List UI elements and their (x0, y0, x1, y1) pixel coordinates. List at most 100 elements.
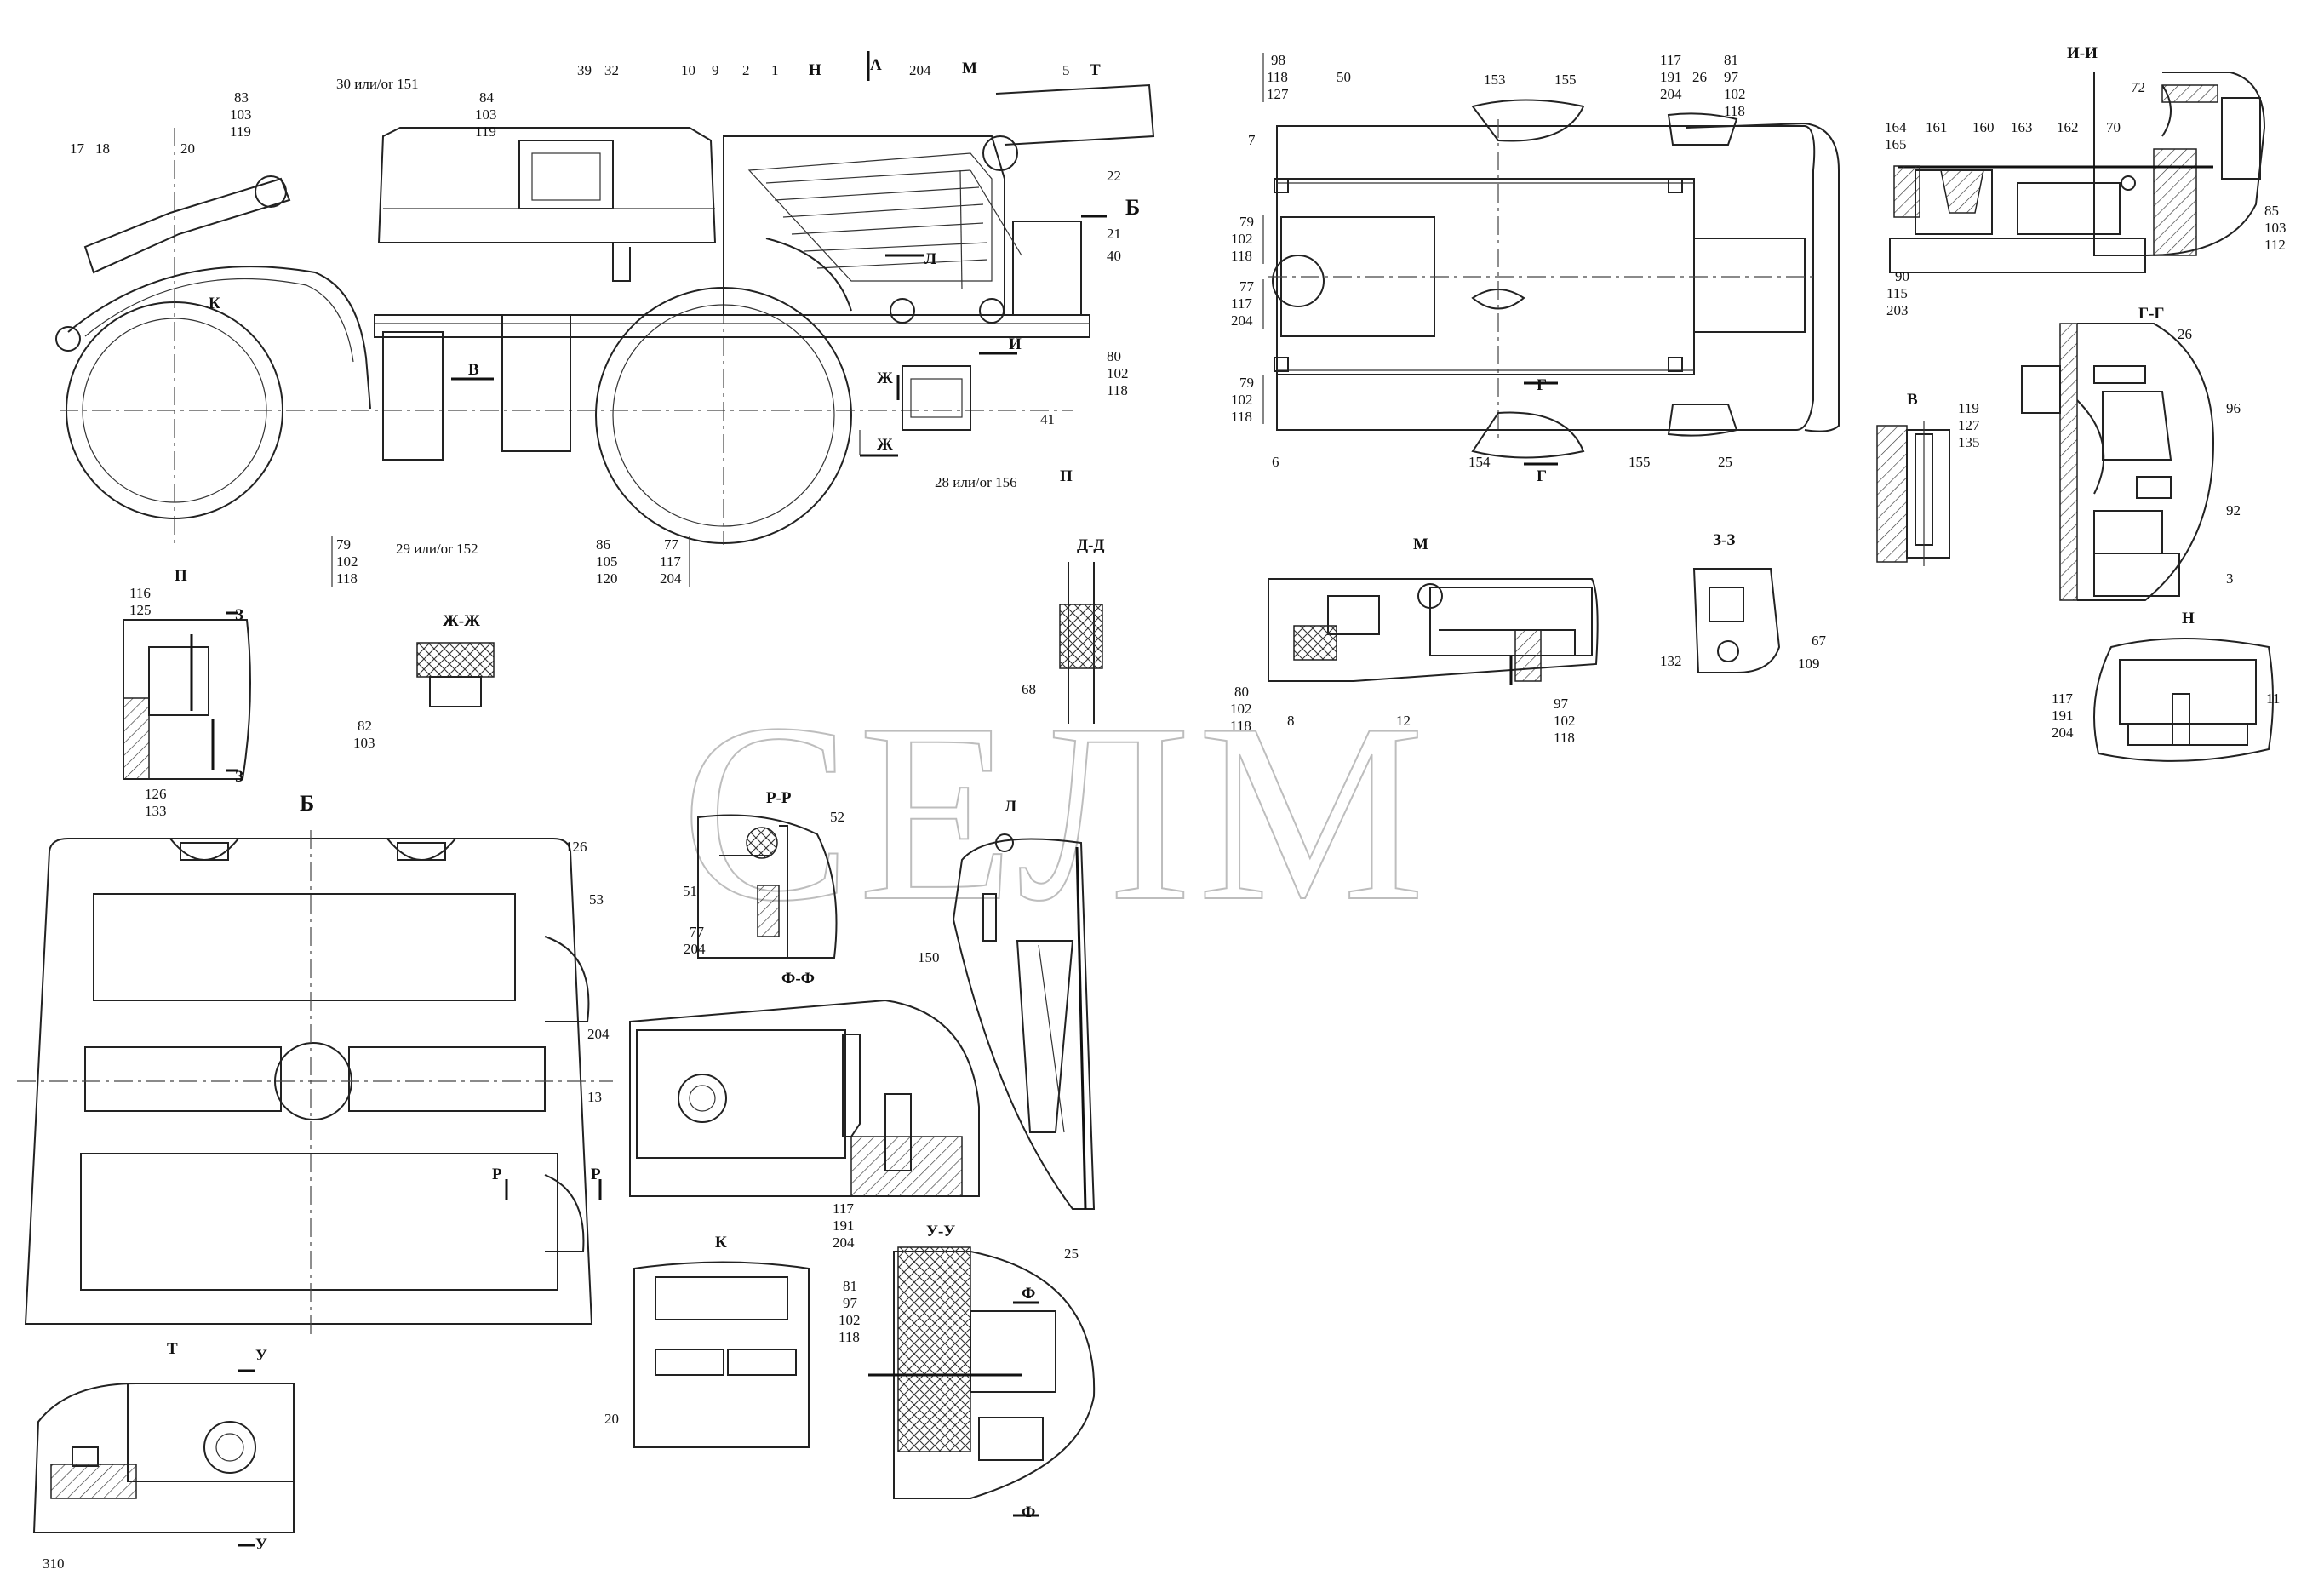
label-119: 119 (1958, 400, 1979, 416)
label-203: 203 (1886, 302, 1909, 318)
label-127: 127 (1267, 86, 1289, 102)
label-165: 165 (1885, 136, 1907, 152)
label-160: 160 (1972, 119, 1995, 135)
label-98: 98 (1271, 52, 1285, 68)
label-204: 204 (587, 1026, 610, 1042)
view-marker-b: Б (1125, 195, 1140, 220)
label-204: 204 (2052, 725, 2074, 741)
label-204: 204 (1231, 312, 1253, 329)
view-m-labels: 80 102 118 8 12 97 102 118 (1230, 684, 1576, 746)
section-g-g: Г-Г (2021, 305, 2215, 601)
label-102: 102 (1724, 86, 1746, 102)
section-zh-zh: Ж-Ж 82 103 (353, 612, 495, 751)
label-204: 204 (684, 941, 706, 957)
label-1: 1 (771, 62, 779, 78)
label-118: 118 (1267, 69, 1288, 85)
label-53: 53 (589, 891, 604, 908)
label-7: 7 (1248, 132, 1256, 148)
label-102: 102 (1554, 713, 1576, 729)
view-b: Б (17, 791, 613, 1337)
label-22: 22 (1107, 168, 1121, 184)
label-150: 150 (918, 949, 940, 965)
label-117: 117 (660, 553, 681, 570)
label-6: 6 (1272, 454, 1279, 470)
label-126: 126 (565, 839, 587, 855)
label-84: 84 (479, 89, 495, 106)
label-11: 11 (2266, 690, 2280, 707)
label-26: 26 (1692, 69, 1707, 85)
view-n: Н 117 191 204 11 (2052, 610, 2280, 762)
label-5: 5 (1062, 62, 1070, 78)
label-155: 155 (1554, 72, 1577, 88)
label-109: 109 (1798, 656, 1820, 672)
label-204: 204 (833, 1234, 855, 1251)
top-plan-view (1268, 99, 1840, 466)
label-125: 125 (129, 602, 152, 618)
label-79: 79 (336, 536, 351, 553)
label-9: 9 (712, 62, 719, 78)
label-204: 204 (1660, 86, 1682, 102)
view-marker-m: М (962, 60, 977, 77)
label-21: 21 (1107, 226, 1121, 242)
label-191: 191 (833, 1217, 855, 1234)
label-102: 102 (336, 553, 358, 570)
label-92: 92 (2226, 502, 2241, 518)
label-117: 117 (2052, 690, 2073, 707)
view-marker-zh-lower: Ж (877, 436, 893, 454)
label-70: 70 (2106, 119, 2121, 135)
label-102: 102 (1230, 701, 1252, 717)
view-l: Л 150 (918, 798, 1096, 1210)
title-section-i-i: И-И (2067, 44, 2098, 62)
label-118: 118 (336, 570, 358, 587)
label-191: 191 (1660, 69, 1682, 85)
section-d-d: Д-Д 68 (1022, 536, 1104, 724)
label-97: 97 (1554, 696, 1569, 712)
section-g-g-labels: 26 96 92 3 (2178, 326, 2241, 587)
label-81: 81 (843, 1278, 857, 1294)
label-162: 162 (2057, 119, 2079, 135)
label-97: 97 (843, 1295, 858, 1311)
label-163: 163 (2011, 119, 2033, 135)
label-25: 25 (1718, 454, 1732, 470)
label-102: 102 (1231, 231, 1253, 247)
label-26: 26 (2178, 326, 2192, 342)
label-77: 77 (690, 924, 705, 940)
label-116: 116 (129, 585, 151, 601)
view-marker-zh: Ж (877, 369, 893, 387)
label-135: 135 (1958, 434, 1980, 450)
label-103: 103 (475, 106, 497, 123)
perforated-panel (765, 169, 988, 269)
view-t: Т У У (32, 1340, 295, 1554)
label-117: 117 (833, 1200, 854, 1217)
view-marker-a: А (870, 56, 882, 74)
view-marker-f-lower: Ф (1022, 1504, 1035, 1521)
title-view-n: Н (2182, 610, 2195, 627)
title-section-g-g: Г-Г (2138, 305, 2165, 323)
label-118: 118 (839, 1329, 860, 1345)
label-102: 102 (1231, 392, 1253, 408)
title-view-p: П (175, 567, 187, 585)
label-77: 77 (664, 536, 679, 553)
label-8: 8 (1287, 713, 1295, 729)
label-82: 82 (358, 718, 372, 734)
main-side-view (55, 51, 1155, 545)
label-12: 12 (1396, 713, 1411, 729)
label-117: 117 (1231, 295, 1252, 312)
label-97: 97 (1724, 69, 1739, 85)
title-view-v: В (1907, 391, 1918, 409)
title-view-l: Л (1005, 798, 1016, 816)
title-view-k: К (715, 1234, 727, 1252)
label-204: 204 (660, 570, 682, 587)
label-50: 50 (1337, 69, 1351, 85)
label-10: 10 (681, 62, 695, 78)
label-155: 155 (1629, 454, 1651, 470)
view-marker-r-right: Р (591, 1166, 601, 1183)
section-z-z: З-З 67 132 109 (1660, 531, 1827, 673)
section-u-u: У-У 81 97 102 118 25 Ф Ф (839, 1223, 1096, 1521)
label-25: 25 (1064, 1246, 1079, 1262)
label-52: 52 (830, 809, 844, 825)
label-3: 3 (2226, 570, 2234, 587)
top-view-labels: 98 118 127 50 153 155 117 191 204 26 81 … (1231, 52, 1746, 485)
label-90: 90 (1895, 268, 1909, 284)
